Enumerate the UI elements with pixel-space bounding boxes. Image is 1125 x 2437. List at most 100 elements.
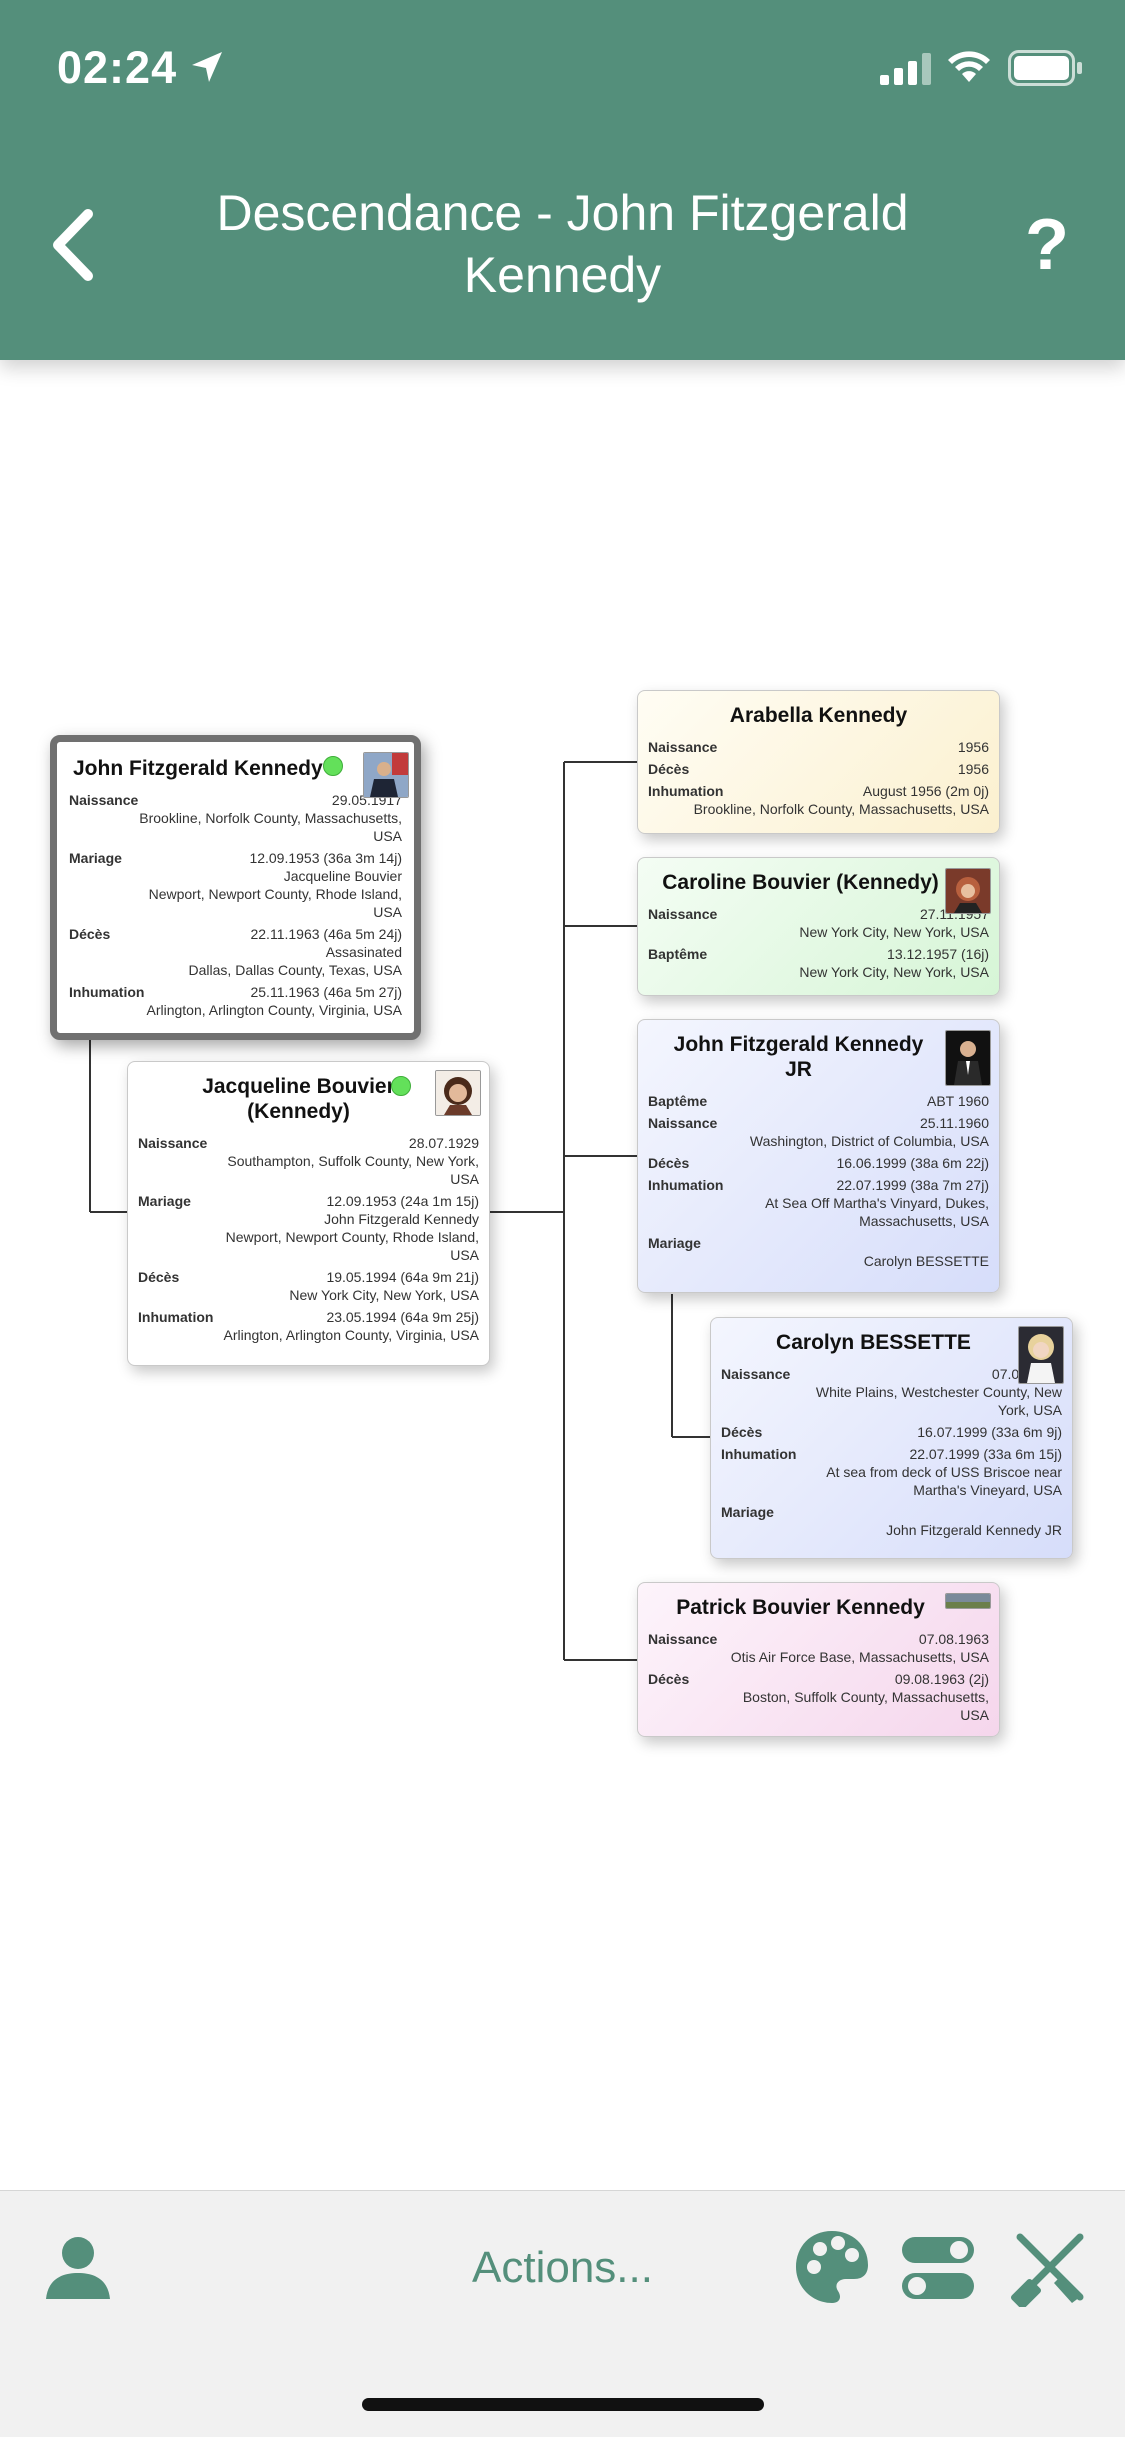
event-label: Décès — [69, 926, 111, 942]
event-detail: USA — [450, 1247, 479, 1263]
event-label: Inhumation — [69, 984, 145, 1000]
event-detail: New York City, New York, USA — [289, 1287, 479, 1303]
event-row: Naissance 1956 — [648, 738, 989, 756]
tools-icon[interactable] — [1010, 2227, 1090, 2307]
event-label: Baptême — [648, 1093, 708, 1109]
person-name: Arabella Kennedy — [729, 704, 908, 727]
event-date: 22.07.1999 (38a 7m 27j) — [836, 1177, 989, 1193]
event-date: 28.07.1929 — [408, 1135, 479, 1151]
person-photo — [945, 1030, 991, 1086]
event-detail: Newport, Newport County, Rhode Island, — [148, 886, 402, 902]
location-arrow-icon — [192, 52, 222, 82]
toggles-icon[interactable] — [898, 2227, 978, 2307]
event-detail: Dallas, Dallas County, Texas, USA — [188, 962, 402, 978]
event-label: Décès — [648, 761, 690, 777]
event-label: Décès — [138, 1269, 180, 1285]
person-name: John Fitzgerald Kennedy JR — [673, 1033, 924, 1081]
event-detail: Jacqueline Bouvier — [283, 868, 402, 884]
living-status-dot — [391, 1076, 411, 1096]
event-label: Naissance — [648, 906, 718, 922]
event-label: Inhumation — [648, 783, 724, 799]
event-detail: Arlington, Arlington County, Virginia, U… — [146, 1002, 402, 1018]
event-label: Inhumation — [648, 1177, 724, 1193]
person-card-carolyn-bessette[interactable]: Carolyn BESSETTE Naissance07.01.1966Whit… — [710, 1317, 1073, 1559]
back-button[interactable] — [40, 200, 110, 290]
event-label: Mariage — [69, 850, 122, 866]
event-label: Décès — [648, 1671, 690, 1687]
event-detail: At sea from deck of USS Briscoe near — [826, 1464, 1062, 1480]
event-detail: John Fitzgerald Kennedy JR — [886, 1522, 1062, 1538]
event-label: Inhumation — [138, 1309, 214, 1325]
person-icon[interactable] — [40, 2231, 116, 2307]
bottom-toolbar: Actions... — [0, 2190, 1125, 2437]
event-date: 09.08.1963 (2j) — [894, 1671, 989, 1687]
event-label: Inhumation — [721, 1446, 797, 1462]
status-time: 02:24 — [57, 42, 178, 93]
event-row: Mariage — [721, 1503, 1062, 1521]
event-detail: USA — [450, 1171, 479, 1187]
event-detail: At Sea Off Martha's Vinyard, Dukes, — [765, 1195, 989, 1211]
chevron-left-icon — [53, 209, 93, 281]
event-row: Décès 16.07.1999 (33a 6m 9j) — [721, 1423, 1062, 1441]
event-label: Naissance — [648, 739, 718, 755]
event-date: 16.07.1999 (33a 6m 9j) — [917, 1424, 1062, 1440]
event-detail: John Fitzgerald Kennedy — [324, 1211, 479, 1227]
event-detail: Boston, Suffolk County, Massachusetts, — [742, 1689, 989, 1705]
event-row: Décès 09.08.1963 (2j) — [648, 1670, 989, 1688]
person-name: Carolyn BESSETTE — [776, 1331, 971, 1354]
event-row: Inhumation 22.07.1999 (38a 7m 27j) — [648, 1176, 989, 1194]
event-detail: New York City, New York, USA — [799, 924, 989, 940]
event-label: Mariage — [648, 1235, 701, 1251]
person-name: Jacqueline Bouvier (Kennedy) — [202, 1075, 395, 1123]
event-label: Décès — [721, 1424, 763, 1440]
event-detail: White Plains, Westchester County, New — [815, 1384, 1062, 1400]
event-date: 07.08.1963 — [918, 1631, 989, 1647]
event-date: 13.12.1957 (16j) — [887, 946, 989, 962]
event-label: Décès — [648, 1155, 690, 1171]
event-row: Baptême 13.12.1957 (16j) — [648, 945, 989, 963]
cellular-signal-icon — [880, 53, 931, 85]
actions-button[interactable]: Actions... — [472, 2243, 653, 2292]
person-photo — [363, 752, 409, 798]
person-photo — [435, 1070, 481, 1116]
event-detail: Arlington, Arlington County, Virginia, U… — [223, 1327, 479, 1343]
battery-icon — [1008, 50, 1082, 86]
event-date: 1956 — [957, 739, 989, 755]
event-date: 12.09.1953 (24a 1m 15j) — [326, 1193, 479, 1209]
nav-header: 02:24 Descendance - John Fitzgerald Kenn… — [0, 0, 1125, 360]
help-button[interactable]: ? — [1025, 205, 1069, 285]
page-title: Descendance - John Fitzgerald Kennedy — [216, 185, 909, 303]
event-row: Inhumation 22.07.1999 (33a 6m 15j) — [721, 1445, 1062, 1463]
event-label: Baptême — [648, 946, 708, 962]
event-label: Naissance — [721, 1366, 791, 1382]
person-photo — [1018, 1326, 1064, 1384]
event-detail: Southampton, Suffolk County, New York, — [227, 1153, 479, 1169]
person-card-patrick-bouvier-kennedy[interactable]: Patrick Bouvier Kennedy Naissance 07.08.1… — [637, 1582, 1000, 1737]
event-date: 23.05.1994 (64a 9m 25j) — [326, 1309, 479, 1325]
person-name: Patrick Bouvier Kennedy — [676, 1596, 925, 1619]
event-row: Mariage — [648, 1234, 989, 1252]
wifi-icon — [948, 51, 990, 82]
event-detail: USA — [373, 904, 402, 920]
person-photo — [945, 1593, 991, 1609]
event-detail: Otis Air Force Base, Massachusetts, USA — [730, 1649, 989, 1665]
palette-icon[interactable] — [792, 2227, 872, 2307]
event-date: 22.07.1999 (33a 6m 15j) — [909, 1446, 1062, 1462]
event-label: Naissance — [648, 1631, 718, 1647]
event-date: 22.11.1963 (46a 5m 24j) — [250, 926, 402, 942]
